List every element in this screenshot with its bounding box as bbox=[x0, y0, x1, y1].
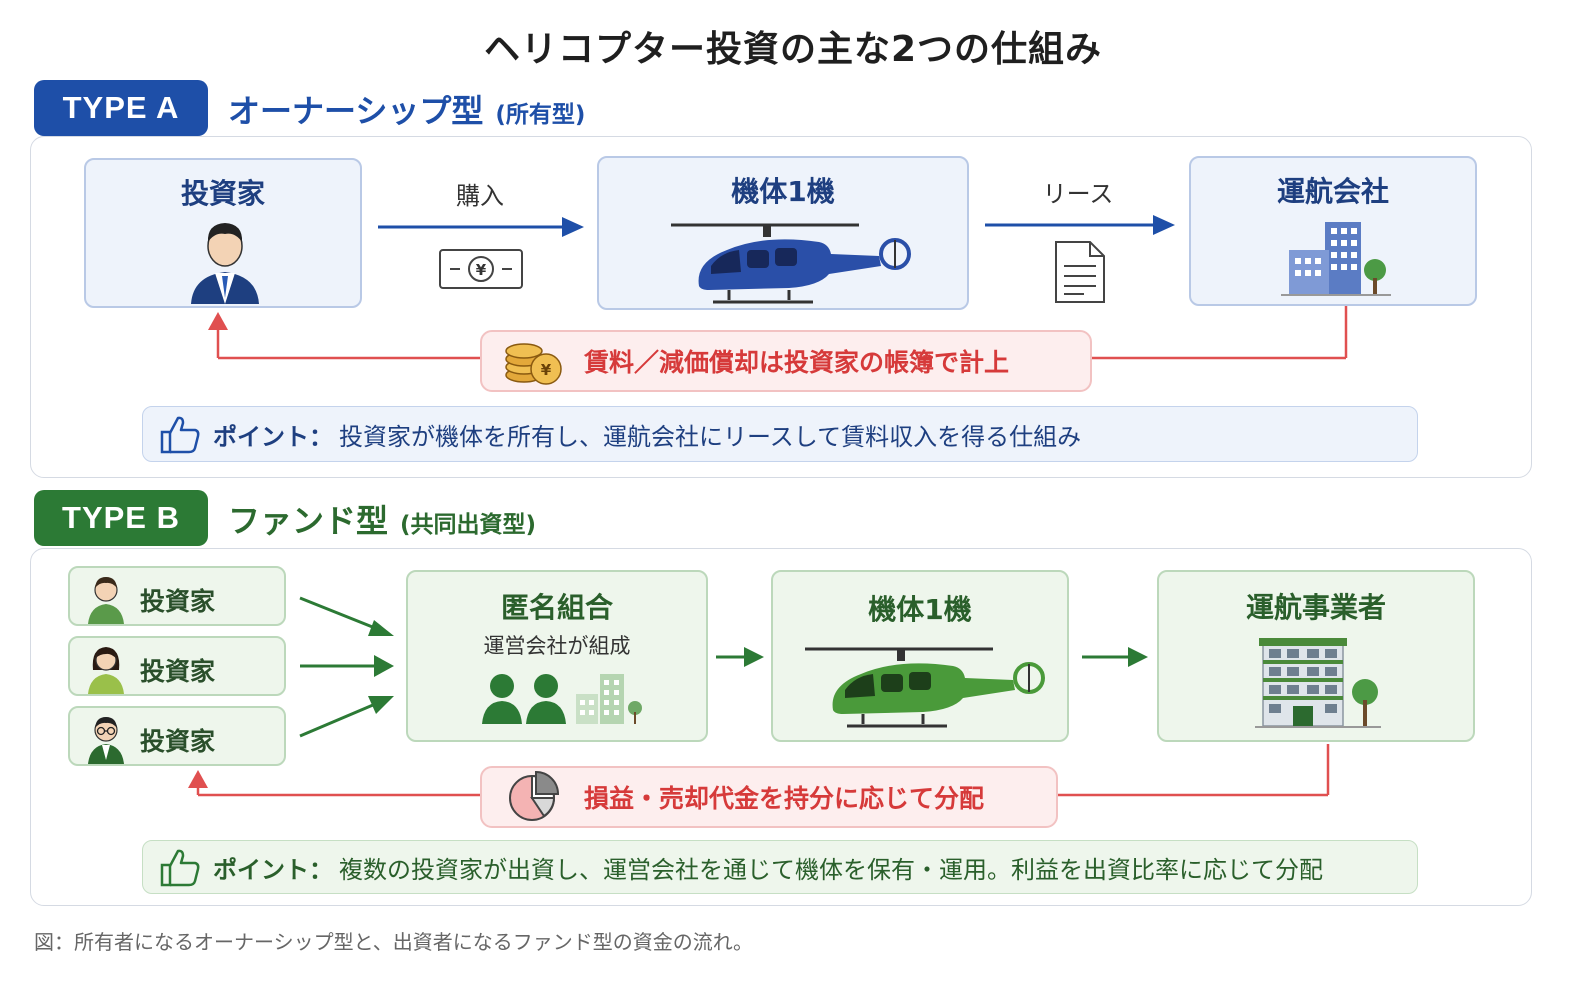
type-b-heading-text: ファンド型 bbox=[228, 502, 389, 540]
type-b-investor-box: 投資家 bbox=[68, 636, 286, 696]
svg-text:¥: ¥ bbox=[476, 261, 487, 279]
type-b-investor-label: 投資家 bbox=[140, 587, 216, 616]
lease-arrow bbox=[985, 215, 1175, 235]
type-a-heading-paren: (所有型) bbox=[495, 102, 586, 128]
partnership-sublabel: 運営会社が組成 bbox=[483, 634, 631, 658]
pie-chart-icon bbox=[509, 770, 560, 821]
investor-with-glasses-icon bbox=[88, 717, 124, 764]
type-b-investor-label: 投資家 bbox=[140, 657, 216, 686]
type-a-investor-label: 投資家 bbox=[180, 177, 265, 210]
type-a-point-note: ポイント： 投資家が機体を所有し、運航会社にリースして賃料収入を得る仕組み bbox=[142, 406, 1418, 462]
lease-label: リース bbox=[1042, 180, 1114, 208]
businessman-icon bbox=[191, 223, 259, 304]
type-b-operator-box: 運航事業者 bbox=[1157, 570, 1475, 742]
cash-icon: ¥ bbox=[439, 249, 523, 289]
green-helicopter-icon bbox=[805, 647, 1045, 728]
type-a-aircraft-label: 機体1機 bbox=[731, 175, 835, 208]
male-investor-icon bbox=[88, 577, 124, 624]
type-b-point-label: ポイント： bbox=[213, 855, 333, 884]
green-building-icon bbox=[1255, 638, 1381, 728]
helicopter-icon bbox=[671, 223, 911, 304]
type-a-investor-box: 投資家 bbox=[84, 158, 362, 308]
document-icon bbox=[1055, 241, 1105, 303]
purchase-arrow bbox=[378, 217, 584, 237]
office-building-icon bbox=[1281, 222, 1391, 296]
partnership-label: 匿名組合 bbox=[500, 591, 613, 624]
thumbs-up-icon bbox=[160, 849, 200, 887]
type-b-return-note: 損益・売却代金を持分に応じて分配 bbox=[480, 766, 1058, 828]
type-a-return-text: 賃料／減価償却は投資家の帳簿で計上 bbox=[584, 348, 1010, 377]
type-a-heading: オーナーシップ型 (所有型) bbox=[228, 86, 585, 132]
type-b-heading: ファンド型 (共同出資型) bbox=[228, 496, 536, 542]
type-b-aircraft-box: 機体1機 bbox=[771, 570, 1069, 742]
type-a-point-label: ポイント： bbox=[213, 422, 333, 451]
female-investor-icon bbox=[88, 647, 124, 694]
figure-caption: 図：所有者になるオーナーシップ型と、出資者になるファンド型の資金の流れ。 bbox=[34, 930, 753, 954]
type-b-badge: TYPE B bbox=[34, 490, 208, 546]
type-a-aircraft-box: 機体1機 bbox=[597, 156, 969, 310]
svg-text:¥: ¥ bbox=[541, 361, 552, 379]
type-b-heading-paren: (共同出資型) bbox=[400, 512, 537, 538]
type-a-operator-box: 運航会社 bbox=[1189, 156, 1477, 306]
type-b-point-note: ポイント： 複数の投資家が出資し、運営会社を通じて機体を保有・運用。利益を出資比… bbox=[142, 840, 1418, 894]
type-a-return-flow-line bbox=[208, 306, 1348, 360]
type-b-return-text: 損益・売却代金を持分に応じて分配 bbox=[584, 784, 985, 813]
type-b-investor-box: 投資家 bbox=[68, 706, 286, 766]
type-a-point-text: 投資家が機体を所有し、運航会社にリースして賃料収入を得る仕組み bbox=[339, 422, 1082, 451]
type-b-return-flow-line bbox=[188, 744, 1330, 797]
page-title: ヘリコプター投資の主な2つの仕組み bbox=[483, 29, 1103, 70]
partnership-to-aircraft-arrow bbox=[716, 647, 764, 667]
purchase-label: 購入 bbox=[456, 182, 504, 210]
group-and-building-icon bbox=[482, 674, 642, 724]
aircraft-to-operator-arrow bbox=[1082, 647, 1148, 667]
thumbs-up-icon bbox=[160, 416, 200, 454]
investment-arrows bbox=[299, 596, 394, 738]
type-b-investor-box: 投資家 bbox=[68, 566, 286, 626]
type-b-investor-label: 投資家 bbox=[140, 727, 216, 756]
type-b-aircraft-label: 機体1機 bbox=[868, 593, 972, 626]
type-a-operator-label: 運航会社 bbox=[1276, 175, 1389, 208]
type-b-point-text: 複数の投資家が出資し、運営会社を通じて機体を保有・運用。利益を出資比率に応じて分… bbox=[339, 855, 1323, 884]
type-a-return-note: ¥ 賃料／減価償却は投資家の帳簿で計上 bbox=[480, 330, 1092, 392]
partnership-box: 匿名組合 運営会社が組成 bbox=[406, 570, 708, 742]
type-a-heading-text: オーナーシップ型 bbox=[228, 92, 484, 130]
type-a-badge: TYPE A bbox=[34, 80, 208, 136]
coins-icon: ¥ bbox=[505, 343, 562, 385]
type-b-operator-label: 運航事業者 bbox=[1245, 591, 1386, 624]
